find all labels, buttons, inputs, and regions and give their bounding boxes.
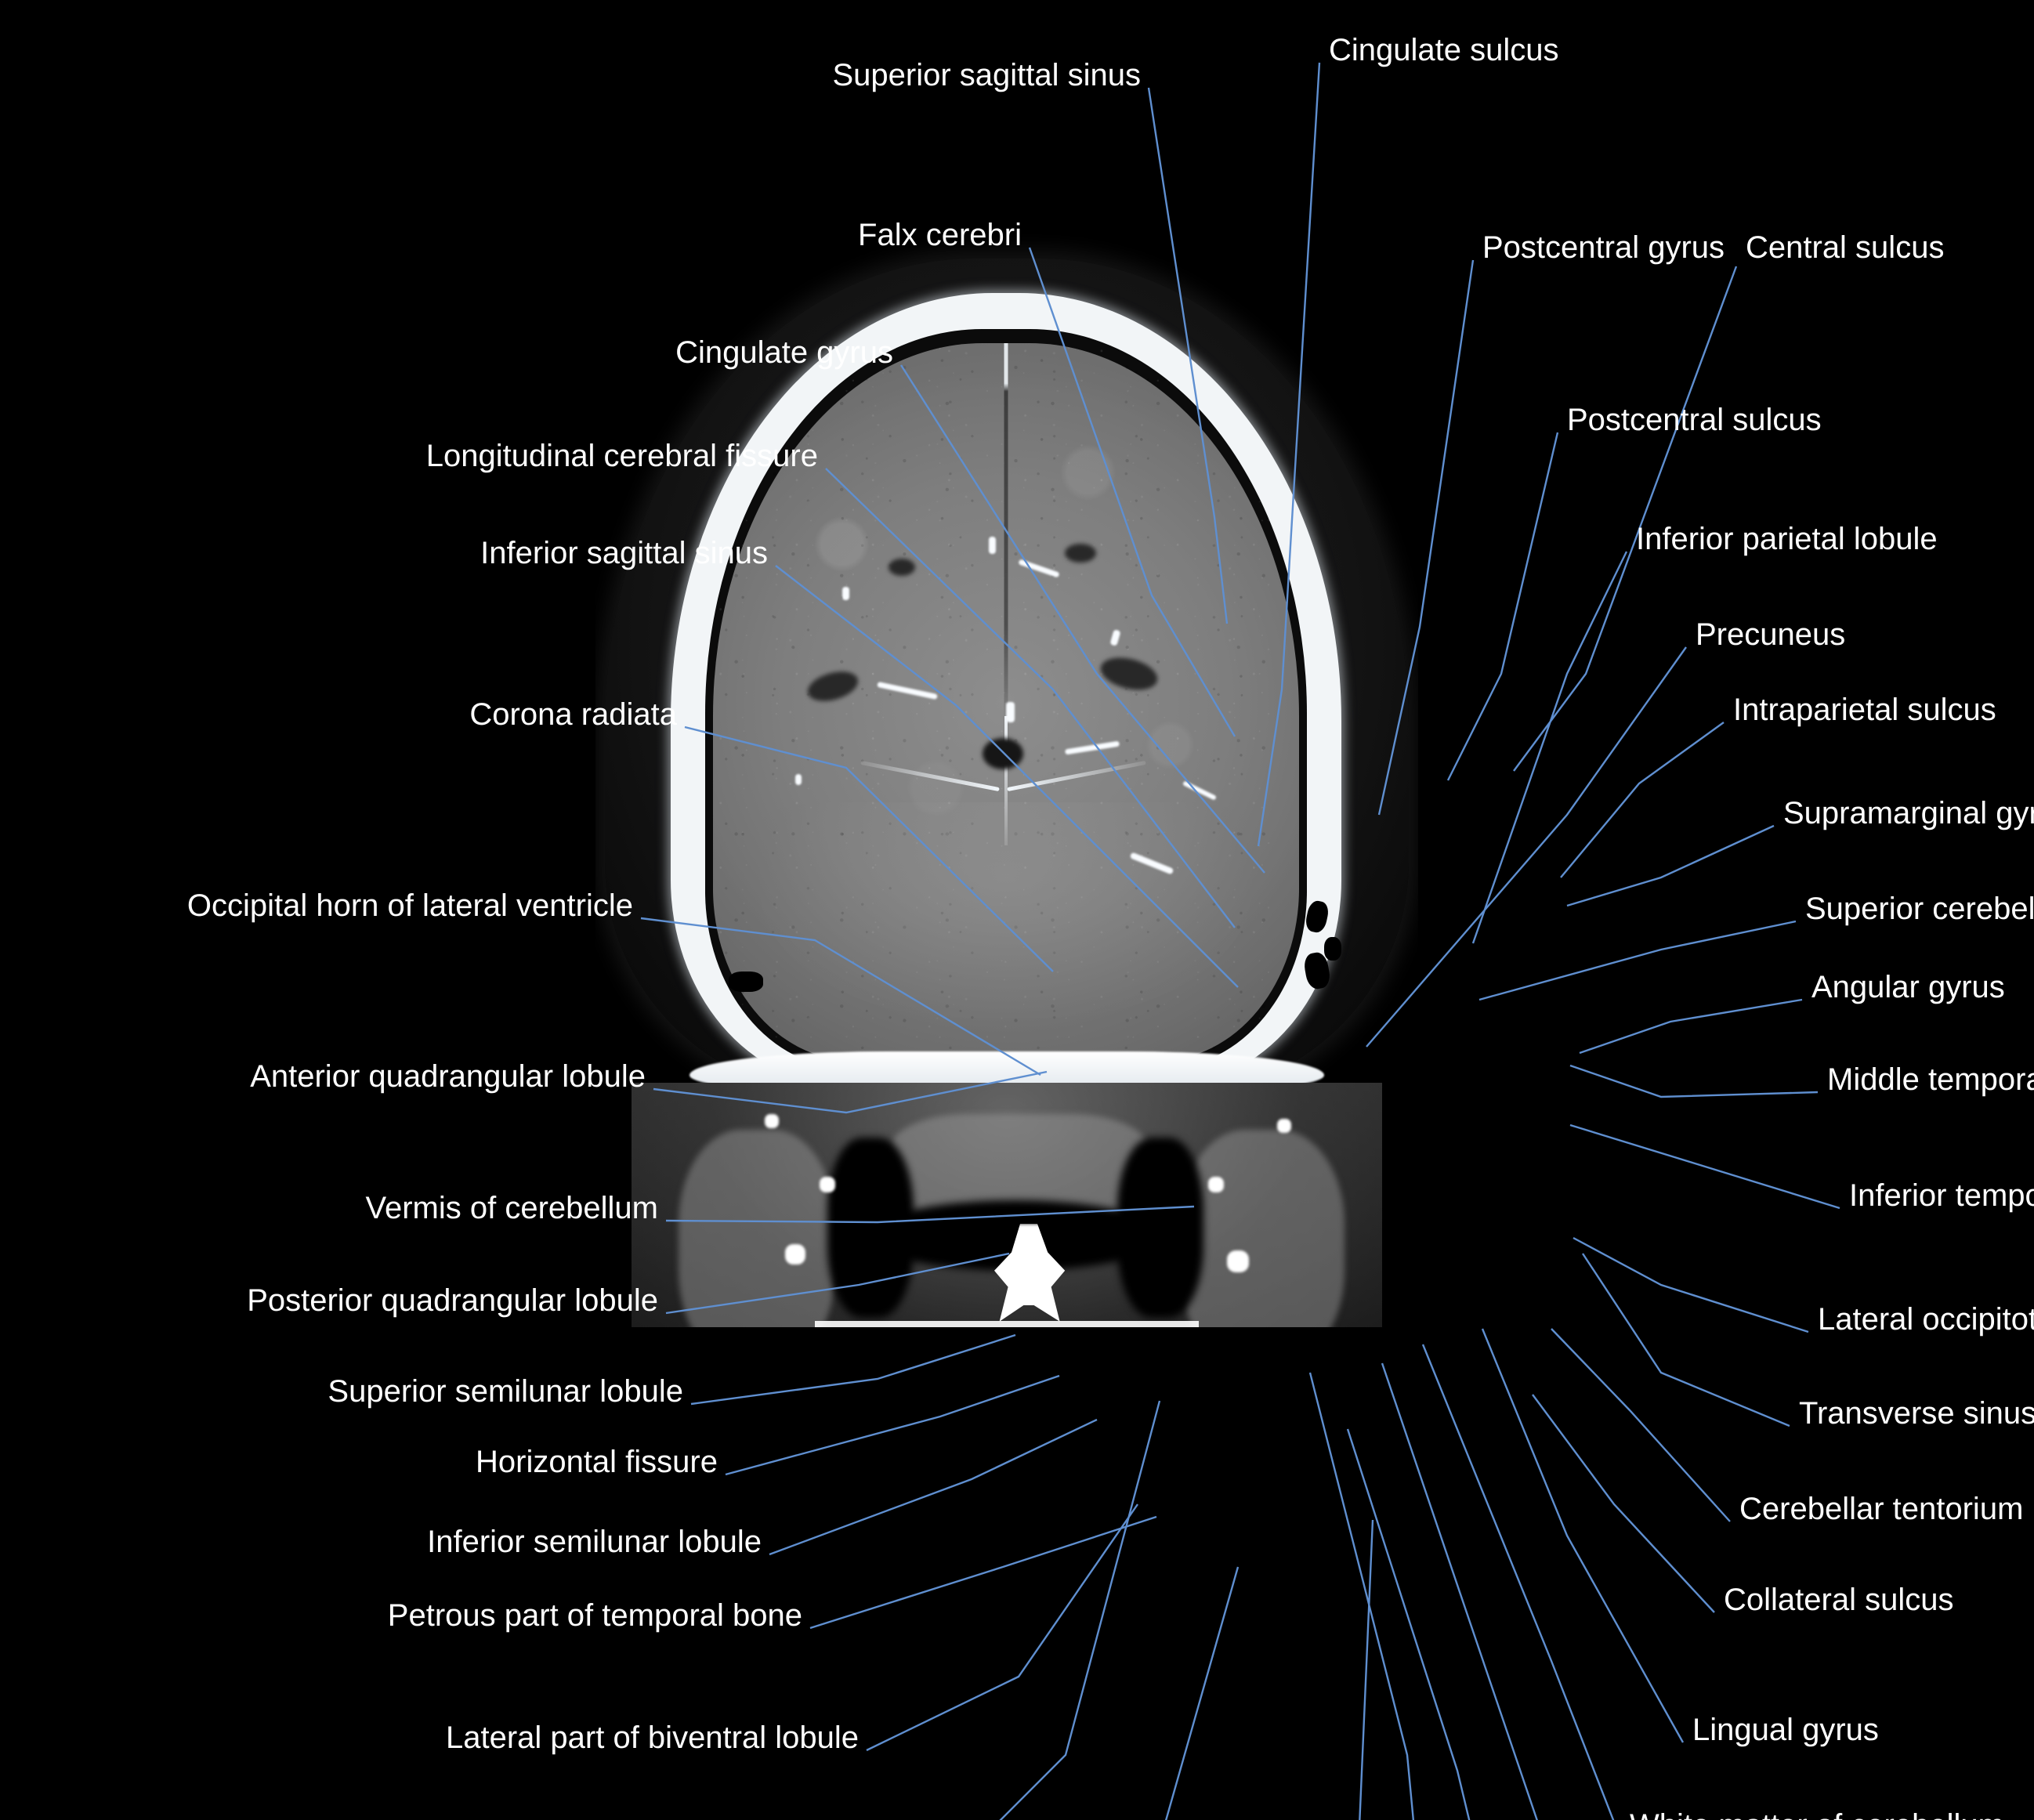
sulcus-dark-patch-left [889, 558, 916, 576]
label-cingulate-sulcus: Cingulate sulcus [1329, 33, 1559, 67]
leader-line-petrous-part-of-temporal-bone [809, 1515, 1157, 1630]
label-cingulate-gyrus: Cingulate gyrus [675, 335, 893, 370]
leader-line-inferior-semilunar-lobule [769, 1418, 1098, 1556]
leader-line-central-sulcus [1513, 266, 1738, 772]
leader-line-vermis-of-cerebellum-bottom [1308, 1372, 1415, 1820]
leader-line-superior-cerebellar-cistern [1478, 920, 1797, 1001]
label-vermis-of-cerebellum-left: Vermis of cerebellum [365, 1191, 658, 1225]
label-lateral-occipitotemporal-gyrus: Lateral occipitotemporal gyrus [1818, 1302, 2034, 1337]
label-corona-radiata: Corona radiata [469, 697, 677, 732]
bone-fragment-5 [765, 1114, 779, 1128]
label-inferior-temporal-sulcus: Inferior temporal sulcus [1849, 1178, 2034, 1213]
bone-fragment-3 [820, 1177, 835, 1192]
label-superior-semilunar-lobule: Superior semilunar lobule [328, 1374, 683, 1409]
vessel-left-lateral [794, 773, 802, 785]
inferior-falx-structure [1004, 716, 1008, 846]
label-transverse-sinus: Transverse sinus [1799, 1396, 2034, 1431]
leader-line-transverse-sinus [1581, 1253, 1790, 1427]
leader-line-middle-temporal-gyrus [1569, 1064, 1819, 1098]
vessel-midline-lower [1006, 702, 1015, 722]
leader-line-medial-part-of-biventral-lobule [999, 1400, 1161, 1820]
leader-line-inferior-parietal-lobule [1471, 551, 1628, 944]
leader-line-lateral-part-of-biventral-lobule [866, 1503, 1138, 1752]
left-air-cell [729, 972, 763, 992]
label-white-matter-of-cerebellum: White matter of cerebellum [1630, 1810, 2004, 1820]
label-angular-gyrus: Angular gyrus [1811, 970, 2005, 1004]
leader-line-collateral-sulcus [1532, 1394, 1715, 1613]
leader-line-vertebral-arch-of-axis [1164, 1566, 1240, 1820]
label-inferior-semilunar-lobule: Inferior semilunar lobule [427, 1525, 762, 1559]
label-central-sulcus: Central sulcus [1746, 230, 1945, 265]
leader-line-postcentral-sulcus [1446, 432, 1559, 781]
leader-line-inferior-temporal-sulcus [1569, 1123, 1840, 1210]
leader-line-intraparietal-sulcus [1560, 722, 1725, 878]
label-posterior-quadrangular-lobule: Posterior quadrangular lobule [247, 1283, 658, 1318]
label-anterior-quadrangular-lobule: Anterior quadrangular lobule [250, 1059, 646, 1094]
label-petrous-part-of-temporal-bone: Petrous part of temporal bone [387, 1598, 802, 1633]
mastoid-air-cell-2 [1324, 937, 1341, 961]
leader-line-supramarginal-gyrus [1566, 824, 1775, 907]
leader-line-occipital-bone [1346, 1428, 1471, 1820]
label-postcentral-sulcus: Postcentral sulcus [1567, 403, 1822, 437]
label-collateral-sulcus: Collateral sulcus [1724, 1583, 1954, 1617]
leader-line-cerebellar-tentorium [1551, 1328, 1731, 1522]
label-superior-cerebellar-cistern: Superior cerebellar cistern [1805, 892, 2034, 926]
leader-line-white-matter-of-cerebellum [1421, 1344, 1615, 1820]
label-supramarginal-gyrus: Supramarginal gyrus [1783, 796, 2034, 830]
leader-line-angular-gyrus [1579, 998, 1803, 1055]
third-ventricle-region [983, 737, 1024, 769]
paraspinal-muscle-right [1180, 1130, 1345, 1365]
label-intraparietal-sulcus: Intraparietal sulcus [1733, 693, 1996, 727]
label-occipital-horn-of-lateral-ventricle: Occipital horn of lateral ventricle [186, 888, 633, 923]
vessel-midline-upper [988, 537, 996, 555]
paraspinal-muscle-left [679, 1130, 835, 1365]
image-bottom-bright-strip [815, 1321, 1199, 1327]
label-inferior-sagittal-sinus: Inferior sagittal sinus [480, 536, 768, 570]
label-lingual-gyrus: Lingual gyrus [1692, 1713, 1879, 1747]
label-middle-temporal-gyrus: Middle temporal gyrus [1827, 1062, 2034, 1097]
label-cerebellar-tentorium: Cerebellar tentorium [1739, 1492, 2024, 1526]
coronal-head-ct-image [595, 227, 1418, 1396]
label-lateral-part-of-biventral-lobule: Lateral part of biventral lobule [446, 1720, 859, 1755]
bone-fragment-4 [1208, 1177, 1224, 1192]
label-postcentral-gyrus: Postcentral gyrus [1482, 230, 1725, 265]
label-precuneus: Precuneus [1696, 617, 1846, 652]
leader-line-lateral-occipitotemporal-gyrus [1573, 1236, 1809, 1333]
image-bottom-crop [595, 1327, 1418, 1396]
label-longitudinal-cerebral-fissure: Longitudinal cerebral fissure [425, 439, 818, 473]
label-superior-sagittal-sinus: Superior sagittal sinus [832, 58, 1141, 92]
leader-line-dentate-nucleus [1381, 1362, 1538, 1820]
bone-fragment-1 [785, 1244, 805, 1265]
falx-cerebri-structure [1004, 343, 1008, 745]
label-horizontal-fissure: Horizontal fissure [475, 1445, 718, 1479]
label-inferior-parietal-lobule: Inferior parietal lobule [1636, 522, 1938, 556]
bone-fragment-2 [1227, 1250, 1249, 1272]
leader-line-lingual-gyrus [1481, 1328, 1685, 1743]
label-falx-cerebri: Falx cerebri [858, 218, 1022, 252]
vessel-left-upper [841, 587, 849, 601]
leader-line-posterior-cerebellomedullary-cistern [1359, 1519, 1374, 1820]
bone-fragment-6 [1277, 1119, 1291, 1133]
